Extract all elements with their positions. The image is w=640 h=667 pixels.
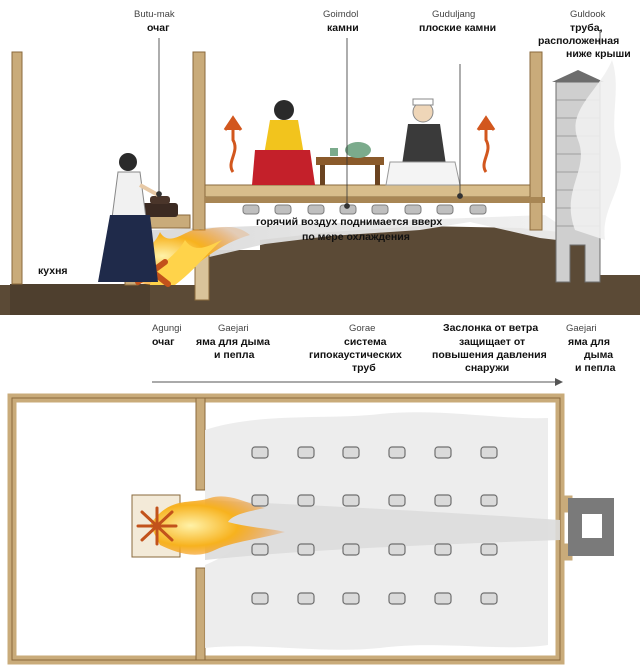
plan-firewood [136, 506, 178, 546]
floor-plan [7, 393, 614, 665]
kitchen-floor [10, 284, 150, 315]
woman-seated [252, 100, 315, 185]
gaejari-left-ru-2: и пепла [214, 349, 255, 361]
cooking-pot [142, 203, 178, 217]
butumak-ru: очаг [147, 22, 170, 34]
gaejari-right-ru-2: дыма [584, 349, 613, 361]
damper-ru-4: снаружи [465, 362, 509, 374]
heat-arrows [223, 115, 496, 173]
chimney-smoke [570, 60, 621, 240]
butumak-roman: Butu-mak [134, 9, 175, 20]
agungi-roman: Agungi [152, 323, 182, 334]
guldook-ru-3: ниже крыши [566, 48, 631, 60]
kitchen-label: кухня [38, 265, 68, 277]
leader-lines [156, 30, 601, 209]
guldook-ru-1: труба, [570, 22, 603, 34]
gaejari-right-roman: Gaejari [566, 323, 597, 334]
wall-post-room-right [529, 51, 543, 231]
gaejari-left-ru-1: яма для дыма [196, 336, 270, 348]
plan-labels: Agungi очаг Gaejari яма для дыма и пепла… [152, 322, 616, 386]
flue-smoke [150, 215, 600, 268]
wall-post-room-left [192, 51, 206, 231]
goimdol-stones [242, 204, 487, 215]
gaejari-right-ru-1: яма для [568, 336, 610, 348]
cross-section: Butu-mak очаг Goimdol камни Guduljang пл… [0, 9, 640, 315]
gaejari-left-roman: Gaejari [218, 323, 249, 334]
heat-arrow-right [482, 125, 490, 173]
plan-fire [150, 496, 285, 555]
goimdol-roman: Goimdol [323, 9, 358, 20]
goimdol-ru: камни [327, 22, 359, 34]
guldook-roman: Guldook [570, 9, 606, 20]
gorae-roman: Gorae [349, 323, 375, 334]
heated-floor [204, 184, 531, 198]
wall-post-left [11, 51, 23, 285]
hot-air-label-2: по мере охлаждения [302, 231, 410, 243]
low-table [316, 142, 384, 185]
damper-ru-1: Заслонка от ветра [443, 322, 538, 334]
guduljang-roman: Guduljang [432, 9, 475, 20]
woman-cooking [98, 153, 159, 282]
gorae-ru-2: гипокаустических [309, 349, 402, 361]
guldook-ru-2: расположенная [538, 35, 619, 47]
chimney [552, 60, 621, 283]
flow-arrow-head [555, 378, 563, 386]
earth-ground [0, 226, 640, 315]
plan-divider [195, 397, 206, 491]
man-seated [385, 98, 461, 186]
plan-stones [251, 446, 498, 605]
damper-ru-3: повышения давления [432, 349, 547, 361]
gorae-ru-3: труб [352, 362, 376, 374]
hot-air-label-1: горячий воздух поднимается вверх [256, 216, 442, 228]
floor-beam [205, 197, 545, 203]
heat-arrow-left [229, 125, 237, 173]
guduljang-ru: плоские камни [419, 22, 496, 34]
agungi-ru: очаг [152, 336, 175, 348]
damper-ru-2: защищает от [459, 336, 525, 348]
gaejari-right-ru-3: и пепла [575, 362, 616, 374]
gorae-ru-1: система [344, 336, 387, 348]
